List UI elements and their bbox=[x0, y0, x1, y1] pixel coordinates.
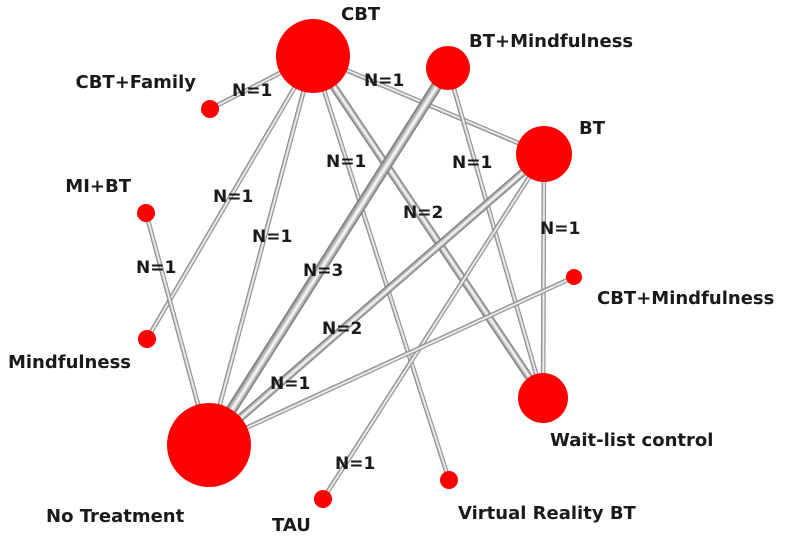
node-label-mi_bt: MI+BT bbox=[65, 176, 131, 197]
edge-label-bt-waitlist: N=1 bbox=[540, 219, 580, 239]
edge-label-cbt-waitlist: N=2 bbox=[403, 203, 443, 223]
edge-label-bt-no_treatment: N=2 bbox=[322, 319, 362, 339]
edge-line bbox=[540, 153, 547, 399]
edge-line bbox=[206, 150, 547, 449]
edge-bt-no_treatment bbox=[206, 150, 547, 449]
edge-line bbox=[310, 55, 452, 481]
node-label-bt: BT bbox=[579, 118, 606, 139]
edge-line bbox=[321, 152, 546, 501]
edge-cbt-mindfulness bbox=[145, 54, 315, 341]
node-no_treatment bbox=[167, 403, 251, 487]
edge-label-mi_bt-no_treatment: N=1 bbox=[136, 258, 176, 278]
node-label-mindfulness: Mindfulness bbox=[8, 352, 131, 373]
node-bt bbox=[516, 126, 572, 182]
node-label-no_treatment: No Treatment bbox=[46, 506, 185, 527]
node-waitlist bbox=[518, 373, 568, 423]
edge-bt_mind-no_treatment bbox=[204, 65, 453, 448]
node-label-vr_bt: Virtual Reality BT bbox=[458, 503, 637, 524]
edges-layer bbox=[143, 53, 575, 501]
node-cbt_mind bbox=[566, 269, 582, 285]
edge-line bbox=[143, 212, 212, 446]
node-label-cbt: CBT bbox=[341, 4, 381, 25]
edge-mi_bt-no_treatment bbox=[143, 212, 212, 446]
edge-label-cbt-vr_bt: N=1 bbox=[326, 152, 366, 172]
edge-line bbox=[204, 65, 453, 448]
edge-label-bt-tau: N=1 bbox=[335, 454, 375, 474]
edge-label-cbt-no_treatment: N=1 bbox=[252, 227, 292, 247]
node-label-bt_mind: BT+Mindfulness bbox=[469, 31, 633, 52]
node-mi_bt bbox=[137, 204, 155, 222]
node-label-cbt_mind: CBT+Mindfulness bbox=[597, 288, 774, 309]
edge-label-cbt-cbt_family: N=1 bbox=[232, 81, 272, 101]
node-label-tau: TAU bbox=[272, 515, 311, 536]
edge-line bbox=[208, 274, 575, 448]
edge-label-cbt_mind-no_treatment: N=1 bbox=[270, 374, 310, 394]
edge-cbt_mind-no_treatment bbox=[208, 274, 575, 448]
node-label-cbt_family: CBT+Family bbox=[75, 72, 196, 93]
node-tau bbox=[314, 490, 332, 508]
edge-label-bt_mind-no_treatment: N=3 bbox=[303, 261, 343, 281]
edge-line bbox=[309, 53, 547, 401]
edge-cbt-vr_bt bbox=[310, 55, 452, 481]
nodes-layer bbox=[137, 19, 582, 508]
node-mindfulness bbox=[138, 330, 156, 348]
node-bt_mind bbox=[426, 46, 470, 90]
edge-cbt-no_treatment bbox=[206, 55, 316, 446]
node-cbt bbox=[276, 19, 350, 93]
edge-bt-waitlist bbox=[540, 153, 547, 399]
edge-label-bt_mind-waitlist: N=1 bbox=[452, 153, 492, 173]
node-label-waitlist: Wait-list control bbox=[550, 430, 713, 451]
node-cbt_family bbox=[201, 100, 219, 118]
edge-label-cbt-mindfulness: N=1 bbox=[213, 187, 253, 207]
edge-bt-tau bbox=[321, 152, 546, 501]
edge-line bbox=[206, 55, 316, 446]
node-vr_bt bbox=[440, 471, 458, 489]
edge-cbt-waitlist bbox=[309, 53, 547, 401]
edge-line bbox=[145, 54, 315, 341]
edge-label-cbt-bt: N=1 bbox=[364, 71, 404, 91]
